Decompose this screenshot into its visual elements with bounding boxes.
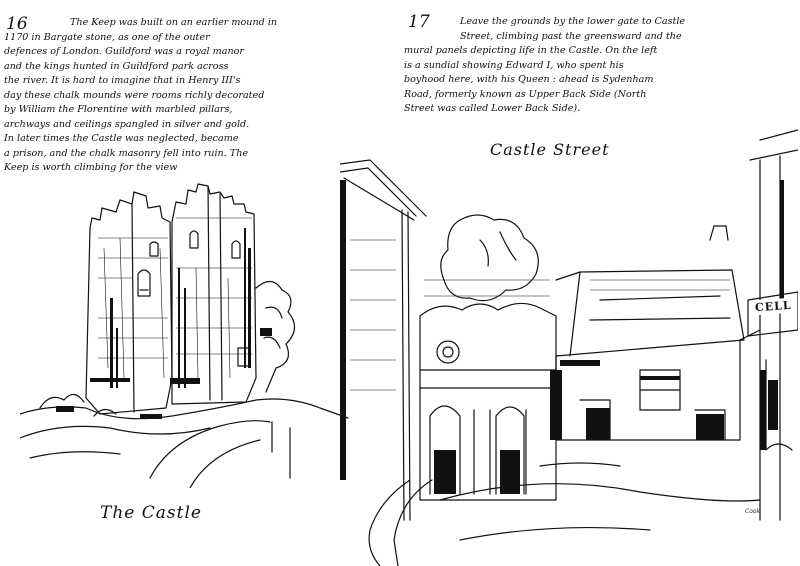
castle-keep-drawing bbox=[20, 178, 350, 488]
text-line: 1170 in Bargate stone, as one of the out… bbox=[4, 31, 210, 43]
castle-street-drawing: CELL bbox=[340, 120, 798, 566]
castle-street-caption: Castle Street bbox=[490, 140, 610, 159]
text-line: the river. It is hard to imagine that in… bbox=[4, 75, 241, 86]
text-line: by William the Florentine with marbled p… bbox=[4, 104, 233, 115]
left-page: 16 The Keep was built on an earlier moun… bbox=[4, 14, 396, 523]
text-line: is a sundial showing Edward I, who spent… bbox=[404, 59, 624, 71]
page-number-16: 16 bbox=[6, 14, 28, 34]
text-line: Keep is worth climbing for the view bbox=[4, 162, 178, 173]
text-line: In later times the Castle was neglected,… bbox=[4, 133, 239, 144]
text-line: and the kings hunted in Guildford park a… bbox=[4, 60, 229, 72]
text-line: boyhood here, with his Queen : ahead is … bbox=[404, 74, 654, 85]
right-page: 17 Leave the grounds by the lower gate t… bbox=[340, 0, 800, 566]
text-line: Street, climbing past the greensward and… bbox=[460, 30, 682, 42]
castle-caption: The Castle bbox=[100, 503, 202, 523]
text-line: defences of London. Guildford was a roya… bbox=[4, 46, 245, 57]
artist-signature: Cook bbox=[745, 508, 761, 515]
text-line: Street was called Lower Back Side). bbox=[404, 103, 581, 114]
text-line: mural panels depicting life in the Castl… bbox=[404, 45, 658, 56]
castle-street-description-text: Leave the grounds by the lower gate to C… bbox=[404, 15, 796, 117]
text-line: The Keep was built on an earlier mound i… bbox=[70, 17, 278, 28]
page-number-17: 17 bbox=[408, 12, 430, 32]
text-line: day these chalk mounds were rooms richly… bbox=[4, 89, 265, 101]
text-line: a prison, and the chalk masonry fell int… bbox=[4, 147, 249, 159]
keep-description-text: The Keep was built on an earlier mound i… bbox=[4, 16, 396, 176]
text-line: Road, formerly known as Upper Back Side … bbox=[404, 88, 647, 100]
text-line: archways and ceilings spangled in silver… bbox=[4, 118, 250, 130]
text-line: Leave the grounds by the lower gate to C… bbox=[460, 16, 686, 27]
shop-sign: CELL bbox=[752, 297, 795, 316]
